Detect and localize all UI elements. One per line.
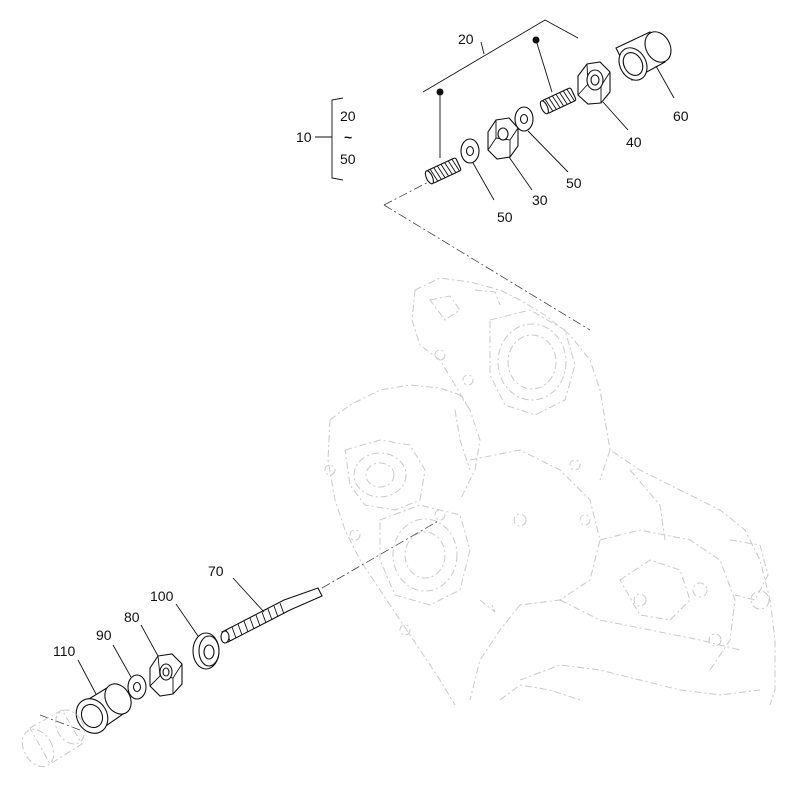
group-label: 10 (296, 129, 312, 145)
label-60: 60 (673, 108, 689, 124)
callout-20-bracket: 20 (422, 19, 579, 158)
label-80: 80 (124, 609, 140, 625)
washer-90: 90 (96, 627, 147, 700)
axis-lines (39, 175, 591, 731)
housing-ghost (324, 277, 776, 706)
label-90: 90 (96, 627, 112, 643)
cap-nut-40: 40 (577, 61, 642, 150)
sleeve-ghost (21, 709, 85, 768)
hex-nut-80: 80 (124, 609, 183, 697)
group-callout-10: 10 20 ~ 50 (296, 97, 356, 181)
stud-20-upper (539, 87, 577, 115)
label-40: 40 (626, 134, 642, 150)
label-70: 70 (208, 563, 224, 579)
group-range-from: 20 (340, 108, 356, 124)
stud-20-lower (424, 157, 462, 185)
hex-nut-30: 30 (487, 117, 548, 208)
label-50-lower: 50 (497, 209, 513, 225)
label-110: 110 (53, 643, 76, 659)
group-range-to: 50 (340, 151, 356, 167)
bullet-dot (436, 88, 444, 96)
threaded-rod-70: 70 (208, 563, 323, 644)
label-20: 20 (458, 31, 474, 47)
washer-50-upper: 50 (514, 106, 582, 191)
washer-100: 100 (150, 588, 220, 670)
label-50-upper: 50 (566, 175, 582, 191)
cap-nut-110: 110 (53, 643, 132, 734)
label-30: 30 (532, 192, 548, 208)
label-100: 100 (150, 588, 174, 604)
group-range-sep: ~ (344, 129, 352, 145)
sleeve-60: 60 (615, 31, 689, 124)
washer-50-lower: 50 (460, 138, 513, 225)
bullet-dot (532, 36, 540, 44)
